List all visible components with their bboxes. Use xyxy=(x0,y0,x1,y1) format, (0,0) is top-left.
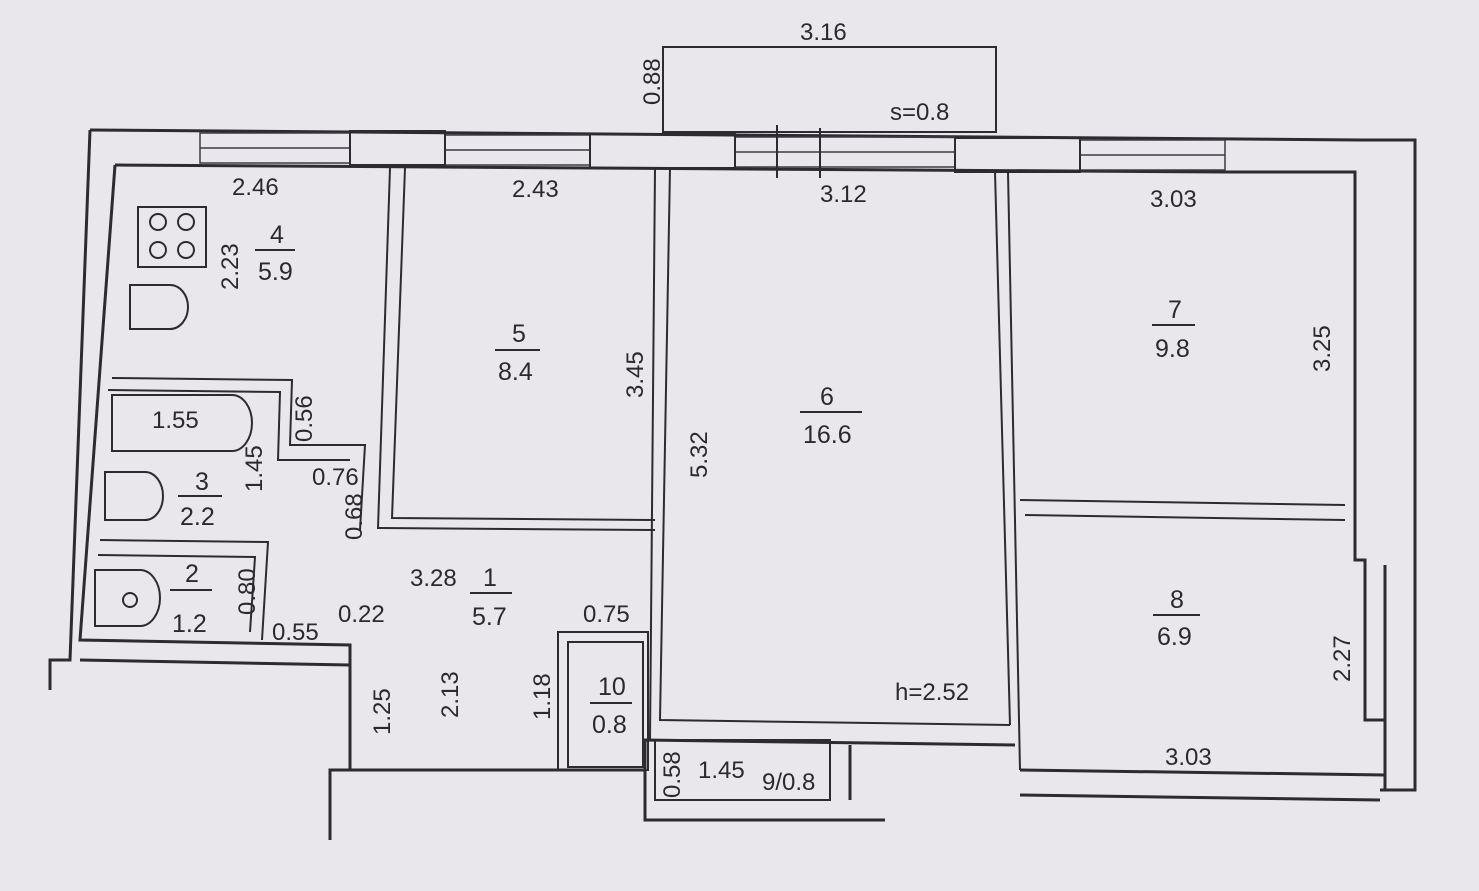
room3-dim-0-68: 0.68 xyxy=(341,493,368,540)
balcony-depth: 0.88 xyxy=(639,58,666,105)
room9-label: 9/0.8 xyxy=(762,769,815,796)
room8-area: 6.9 xyxy=(1157,623,1192,651)
room1-area: 5.7 xyxy=(472,603,507,631)
room5-depth: 3.45 xyxy=(622,351,649,398)
room7-depth: 3.25 xyxy=(1309,325,1336,372)
room2-area: 1.2 xyxy=(172,610,207,638)
room8-depth: 2.27 xyxy=(1329,635,1356,682)
room3-dim-0-56: 0.56 xyxy=(291,395,318,442)
room1-width: 3.28 xyxy=(410,565,457,592)
room4-depth: 2.23 xyxy=(217,243,244,290)
room3-dim-1-45: 1.45 xyxy=(241,445,268,492)
room2-dim-0-55: 0.55 xyxy=(272,619,319,646)
toilet-icon xyxy=(94,569,161,627)
walls xyxy=(48,46,1417,840)
room6-depth: 5.32 xyxy=(686,431,713,478)
room3-area: 2.2 xyxy=(180,503,215,531)
washbasin-icon xyxy=(104,471,164,521)
room1-number: 1 xyxy=(483,564,497,592)
room8-width: 3.03 xyxy=(1165,744,1212,771)
room2-dim-0-22: 0.22 xyxy=(338,601,385,628)
room6-number: 6 xyxy=(820,383,834,411)
balcony-width: 3.16 xyxy=(800,19,847,46)
balcony-area: s=0.8 xyxy=(890,99,949,126)
room10-number: 10 xyxy=(598,673,626,701)
room7-area: 9.8 xyxy=(1155,335,1190,363)
room1-dim-2-13: 2.13 xyxy=(437,671,464,718)
room1-dim-1-18: 1.18 xyxy=(529,673,556,720)
room9-dim-1-45: 1.45 xyxy=(698,757,745,784)
room7-number: 7 xyxy=(1168,296,1182,324)
room8-number: 8 xyxy=(1170,586,1184,614)
room10-area: 0.8 xyxy=(592,711,627,739)
room1-dim-1-25: 1.25 xyxy=(369,688,396,735)
room6-area: 16.6 xyxy=(803,421,852,449)
room5-area: 8.4 xyxy=(498,358,533,386)
room3-dim-0-76: 0.76 xyxy=(312,464,359,491)
dim-room4-width: 2.46 xyxy=(232,174,279,201)
dim-room6-width: 3.12 xyxy=(820,181,867,208)
ceiling-height: h=2.52 xyxy=(895,679,969,706)
fixtures xyxy=(94,206,253,627)
room5-number: 5 xyxy=(512,320,526,348)
dimension-labels: 3.16 0.88 s=0.8 2.46 2.43 3.12 3.03 4 5.… xyxy=(152,19,1356,798)
room4-area: 5.9 xyxy=(258,258,293,286)
bathtub-icon xyxy=(111,394,253,452)
room4-number: 4 xyxy=(270,221,284,249)
sink-icon xyxy=(129,284,189,330)
stove-icon xyxy=(137,206,207,268)
dim-room7-width: 3.03 xyxy=(1150,186,1197,213)
room9-dim-0-58: 0.58 xyxy=(659,751,686,798)
dim-room5-width: 2.43 xyxy=(512,176,559,203)
room3-number: 3 xyxy=(195,468,209,496)
room2-dim-0-80: 0.80 xyxy=(234,568,261,615)
room3-width: 1.55 xyxy=(152,407,199,434)
room1-dim-0-75: 0.75 xyxy=(583,601,630,628)
room2-number: 2 xyxy=(185,560,199,588)
